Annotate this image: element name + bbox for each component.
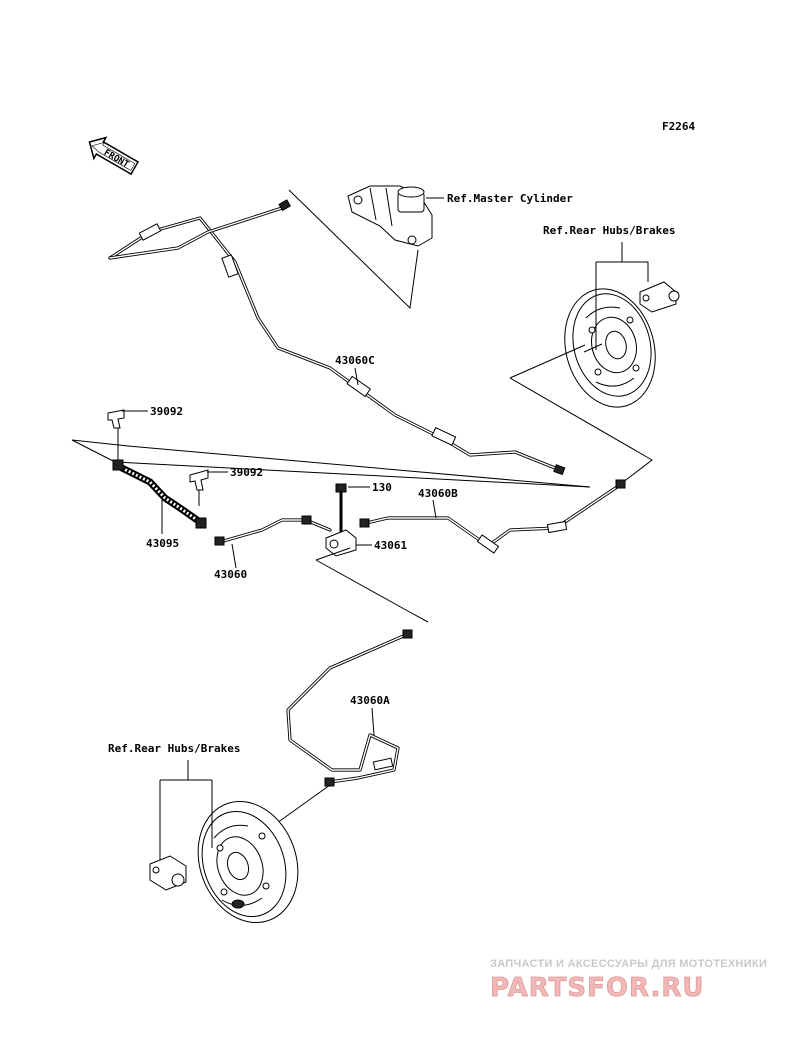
label-rear-hubs-bottom: Ref.Rear Hubs/Brakes (108, 742, 240, 755)
label-rear-hubs-top: Ref.Rear Hubs/Brakes (543, 224, 675, 237)
front-arrow-icon: FRONT (88, 136, 140, 176)
joint-43061 (325, 529, 357, 557)
pipe-43060A (286, 629, 413, 787)
label-43095: 43095 (146, 537, 179, 550)
watermark-line2: PARTSFOR.RU (490, 973, 704, 1003)
bolt-130 (335, 483, 347, 532)
label-master-cylinder: Ref.Master Cylinder (447, 192, 573, 205)
pipe-43060 (214, 515, 332, 546)
master-cylinder (347, 185, 433, 247)
hose-43095 (112, 459, 207, 529)
label-39092-a: 39092 (150, 405, 183, 418)
label-43060: 43060 (214, 568, 247, 581)
label-43061: 43061 (374, 539, 407, 552)
label-43060B: 43060B (418, 487, 458, 500)
figure-code: F2264 (662, 120, 695, 133)
label-39092-b: 39092 (230, 466, 263, 479)
rear-brake-top (564, 281, 680, 408)
watermark-line1: ЗАПЧАСТИ И АКСЕССУАРЫ ДЛЯ МОТОТЕХНИКИ (490, 958, 767, 970)
clip-39092-left (107, 409, 125, 429)
rear-brake-bottom (149, 800, 299, 924)
label-130: 130 (372, 481, 392, 494)
clip-39092-right (189, 469, 209, 491)
pipe-43060B (359, 479, 626, 554)
label-43060C: 43060C (335, 354, 375, 367)
pipe-43060C (108, 199, 566, 476)
label-43060A: 43060A (350, 694, 390, 707)
